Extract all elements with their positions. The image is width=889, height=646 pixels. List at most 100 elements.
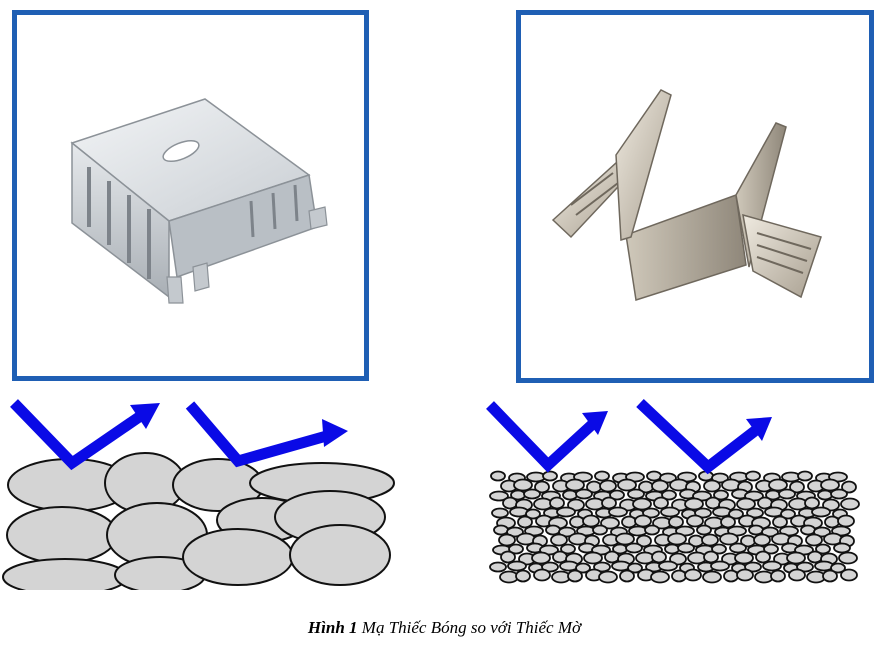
grain: [668, 515, 684, 529]
grain: [575, 488, 593, 500]
grain: [778, 488, 796, 500]
grain: [500, 550, 516, 564]
grain: [824, 515, 840, 529]
grain: [772, 515, 788, 529]
grain: [768, 478, 788, 492]
grain: [644, 524, 660, 536]
grain: [627, 562, 643, 574]
grain: [667, 532, 687, 546]
grain: [841, 480, 857, 494]
grain: [513, 478, 533, 492]
grain: [729, 542, 747, 554]
arrowheads: [130, 403, 348, 447]
grain: [490, 470, 506, 482]
grain: [541, 561, 559, 573]
grain: [545, 524, 561, 536]
grain: [811, 506, 831, 518]
grain: [515, 569, 531, 583]
grain: [658, 560, 678, 572]
figure-caption: Hình 1 Mạ Thiếc Bóng so với Thiếc Mờ: [0, 618, 889, 638]
grain: [493, 524, 509, 536]
heatsink-image: [70, 98, 328, 304]
grain: [609, 489, 625, 501]
grain: [701, 533, 719, 547]
grain: [549, 496, 565, 510]
grain: [617, 478, 637, 492]
grain: [746, 507, 764, 519]
grain: [664, 543, 680, 555]
grain: [636, 534, 652, 548]
grain: [753, 533, 771, 547]
grain: [531, 551, 551, 565]
grain: [833, 542, 851, 554]
grain: [837, 514, 855, 528]
grain: [567, 569, 583, 583]
caption-label: Hình 1: [307, 618, 358, 637]
grain: [575, 562, 591, 574]
grain: [621, 515, 637, 529]
grain: [728, 508, 744, 520]
grain: [822, 569, 838, 583]
grain: [556, 506, 576, 518]
grain: [796, 561, 814, 573]
grain: [565, 478, 585, 492]
grain: [719, 532, 739, 546]
grain: [710, 560, 730, 572]
grain: [542, 470, 558, 482]
grain: [744, 561, 762, 573]
arrowheads: [582, 411, 772, 441]
grain: [653, 496, 669, 510]
grain: [736, 568, 754, 582]
grain: [723, 569, 739, 583]
grain: [582, 514, 600, 528]
grain: [703, 479, 721, 493]
grain: [804, 496, 820, 510]
grain: [830, 488, 848, 500]
coarse-grains: [2, 452, 395, 590]
grain: [684, 568, 702, 582]
grain: [763, 543, 779, 555]
grain: [671, 569, 687, 583]
fine-grains: [489, 470, 860, 584]
grain: [502, 496, 518, 510]
grain: [600, 516, 620, 530]
grain: [800, 524, 816, 536]
grain: [694, 507, 712, 519]
grain: [507, 560, 527, 572]
grain: [508, 543, 524, 555]
grain: [696, 524, 712, 536]
grain: [560, 543, 576, 555]
grain: [552, 550, 568, 564]
grain: [583, 551, 603, 565]
grain: [599, 479, 617, 493]
grain: [646, 470, 662, 482]
bright-tin-photo-frame: [12, 10, 369, 381]
grain: [755, 550, 771, 564]
grain: [608, 506, 628, 518]
grain: [815, 543, 831, 555]
grain: [525, 508, 541, 520]
caption-text: Mạ Thiếc Bóng so với Thiếc Mờ: [361, 618, 582, 637]
grain: [840, 497, 860, 511]
grain: [627, 488, 645, 500]
grain: [615, 532, 635, 546]
grain: [517, 515, 533, 529]
fine-grain-surface-diagram: [486, 398, 860, 584]
grain: [780, 508, 796, 520]
grain: [813, 526, 831, 538]
grain: [805, 533, 823, 547]
grain: [491, 507, 509, 519]
grain: [558, 526, 576, 538]
grain: [797, 470, 813, 482]
grain: [601, 496, 617, 510]
grain: [748, 524, 764, 536]
grain: [625, 542, 643, 554]
grain: [642, 507, 660, 519]
grain: [711, 472, 729, 484]
grain: [736, 497, 756, 511]
grain: [569, 515, 585, 529]
grain: [593, 561, 611, 573]
grain: [757, 496, 773, 510]
grain: [650, 570, 670, 584]
grain: [594, 470, 610, 482]
